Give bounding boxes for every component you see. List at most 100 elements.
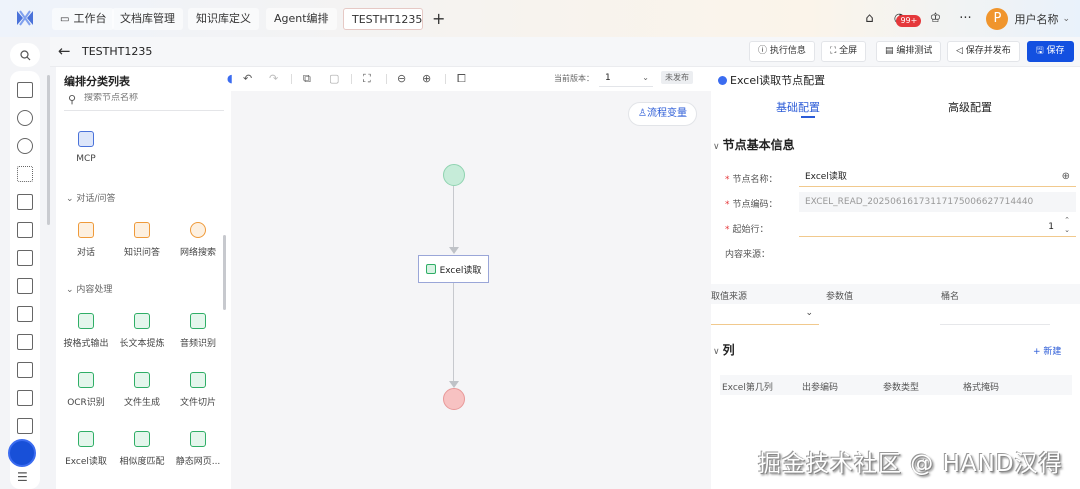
start-row-stepper[interactable]: 1⌃⌄: [799, 216, 1076, 237]
chef-hat-icon[interactable]: ♔: [929, 11, 942, 26]
avatar[interactable]: P: [986, 7, 1009, 30]
flow-variables-button[interactable]: ♙流程变量: [628, 102, 697, 126]
save-button[interactable]: 🖫 保存: [1027, 41, 1074, 62]
fit-view-icon[interactable]: ⛶: [363, 72, 371, 85]
flow-canvas[interactable]: ♙流程变量 Excel读取: [231, 91, 711, 489]
collapse-menu-icon[interactable]: ☰: [17, 470, 28, 484]
category-scrollbar[interactable]: [223, 235, 226, 310]
bell-icon[interactable]: ◔99+: [890, 10, 922, 28]
node-item-ocr[interactable]: OCR识别: [58, 372, 114, 408]
nav-network-icon[interactable]: [17, 166, 33, 182]
search-icon: ⚲: [68, 93, 77, 106]
nav-layers-icon[interactable]: [17, 306, 33, 322]
undo-icon[interactable]: ↶: [243, 72, 253, 85]
new-column-button[interactable]: + 新建: [1033, 347, 1062, 357]
chevron-down-icon: ⌄: [805, 308, 813, 318]
start-node[interactable]: [443, 164, 465, 186]
zoom-out-icon[interactable]: ⊖: [397, 72, 407, 85]
page-title: TESTHT1235: [82, 45, 153, 58]
app-logo-icon[interactable]: [16, 9, 34, 27]
node-search-input[interactable]: [84, 93, 214, 103]
node-search[interactable]: ⚲: [64, 91, 224, 111]
node-item-audio-recognition[interactable]: 音频识别: [170, 313, 226, 349]
ocr-icon: [78, 372, 94, 388]
more-icon[interactable]: ···: [959, 11, 972, 26]
nav-user-group-icon[interactable]: [17, 138, 33, 154]
nav-chat-upload-icon[interactable]: [17, 390, 33, 406]
monitor-icon: ▭: [60, 14, 70, 25]
excel-read-node[interactable]: Excel读取: [418, 255, 489, 283]
end-node[interactable]: [443, 388, 465, 410]
value-source-select[interactable]: ⌄: [711, 305, 819, 325]
paste-icon[interactable]: ▢: [329, 72, 340, 85]
tab-testht1235[interactable]: TESTHT1235: [343, 8, 423, 30]
nav-org-chart-icon[interactable]: [17, 110, 33, 126]
add-tab-button[interactable]: +: [432, 9, 446, 28]
collapse-panel-icon[interactable]: ◖: [227, 72, 233, 85]
section-dialog-qa[interactable]: ⌄ 对话/问答: [66, 194, 116, 204]
back-arrow-icon[interactable]: ←: [58, 42, 71, 60]
globe-icon[interactable]: ⊕: [1061, 171, 1070, 182]
node-item-static-webpage[interactable]: 静态网页...: [170, 431, 226, 467]
nav-search-button[interactable]: [10, 43, 40, 67]
home-icon[interactable]: ⌂: [865, 11, 874, 26]
excel-icon: [78, 431, 94, 447]
collapse-config-icon[interactable]: [718, 76, 727, 85]
chat-icon: [78, 222, 94, 238]
nav-monitor-icon[interactable]: [17, 82, 33, 98]
nav-window-settings-icon[interactable]: [17, 362, 33, 378]
stepper-arrows-icon[interactable]: ⌃⌄: [1064, 216, 1070, 234]
excel-icon: [425, 264, 436, 274]
fullscreen-button[interactable]: ⛶ 全屏: [821, 41, 867, 62]
tab-advanced-config[interactable]: 高级配置: [948, 101, 992, 114]
bucket-name-input[interactable]: [940, 324, 1050, 325]
node-item-chat[interactable]: 对话: [58, 222, 114, 258]
content-source-label: 内容来源：: [725, 250, 771, 260]
node-item-file-slice[interactable]: 文件切片: [170, 372, 226, 408]
node-item-format-output[interactable]: 按格式输出: [58, 313, 114, 349]
node-code-input[interactable]: EXCEL_READ_20250616173117175006627714440: [799, 192, 1076, 212]
node-item-excel-read[interactable]: Excel读取: [58, 431, 114, 467]
qa-icon: [134, 222, 150, 238]
nav-mail-settings-icon[interactable]: [17, 250, 33, 266]
nav-keyboard-icon[interactable]: [17, 278, 33, 294]
tab-doc-library[interactable]: 文档库管理: [112, 8, 183, 30]
section-content-processing[interactable]: ⌄ 内容处理: [66, 285, 113, 295]
tab-basic-config[interactable]: 基础配置: [776, 101, 820, 114]
node-item-web-search[interactable]: 网络搜索: [170, 222, 226, 258]
node-item-knowledge-qa[interactable]: 知识问答: [114, 222, 170, 258]
node-item-similarity-match[interactable]: 相似度匹配: [114, 431, 170, 467]
assistant-fab-icon[interactable]: [8, 439, 36, 467]
node-item-mcp[interactable]: MCP: [58, 131, 114, 164]
minimap-icon[interactable]: ⧠: [457, 72, 466, 85]
exec-info-button[interactable]: ⓘ 执行信息: [749, 41, 815, 62]
tab-workbench[interactable]: ▭工作台: [52, 8, 115, 30]
arrow-icon: [449, 381, 459, 388]
redo-icon[interactable]: ↷: [269, 72, 279, 85]
web-search-icon: [190, 222, 206, 238]
user-name[interactable]: 用户名称: [1014, 12, 1059, 26]
nav-code-window-2-icon[interactable]: [17, 222, 33, 238]
section-node-basic-info[interactable]: ∨节点基本信息: [713, 138, 795, 152]
section-columns[interactable]: ∨列: [713, 343, 735, 357]
publish-status-tag: 未发布: [661, 71, 693, 84]
tab-agent-orchestration[interactable]: Agent编排: [266, 8, 337, 30]
node-name-input[interactable]: Excel读取⊕: [799, 167, 1076, 187]
node-item-file-generate[interactable]: 文件生成: [114, 372, 170, 408]
config-title: Excel读取节点配置: [718, 72, 825, 88]
nav-scrollbar[interactable]: [47, 75, 50, 225]
nav-code-window-icon[interactable]: [17, 194, 33, 210]
zoom-in-icon[interactable]: ⊕: [422, 72, 432, 85]
nav-folder-settings-icon[interactable]: [17, 334, 33, 350]
node-item-long-text-extract[interactable]: 长文本提炼: [114, 313, 170, 349]
nav-filter-list-icon[interactable]: [17, 418, 33, 434]
chevron-down-icon[interactable]: ⌄: [1062, 13, 1070, 24]
notification-badge: 99+: [896, 14, 922, 27]
orchestration-test-button[interactable]: ▤ 编排测试: [876, 41, 942, 62]
node-code-label: *节点编码：: [725, 200, 778, 210]
tab-kb-definition[interactable]: 知识库定义: [188, 8, 259, 30]
save-and-publish-button[interactable]: ◁ 保存并发布: [947, 41, 1020, 62]
version-select[interactable]: 1⌄: [599, 71, 653, 87]
edge-excel-end: [453, 283, 454, 381]
copy-icon[interactable]: ⧉: [303, 72, 311, 85]
